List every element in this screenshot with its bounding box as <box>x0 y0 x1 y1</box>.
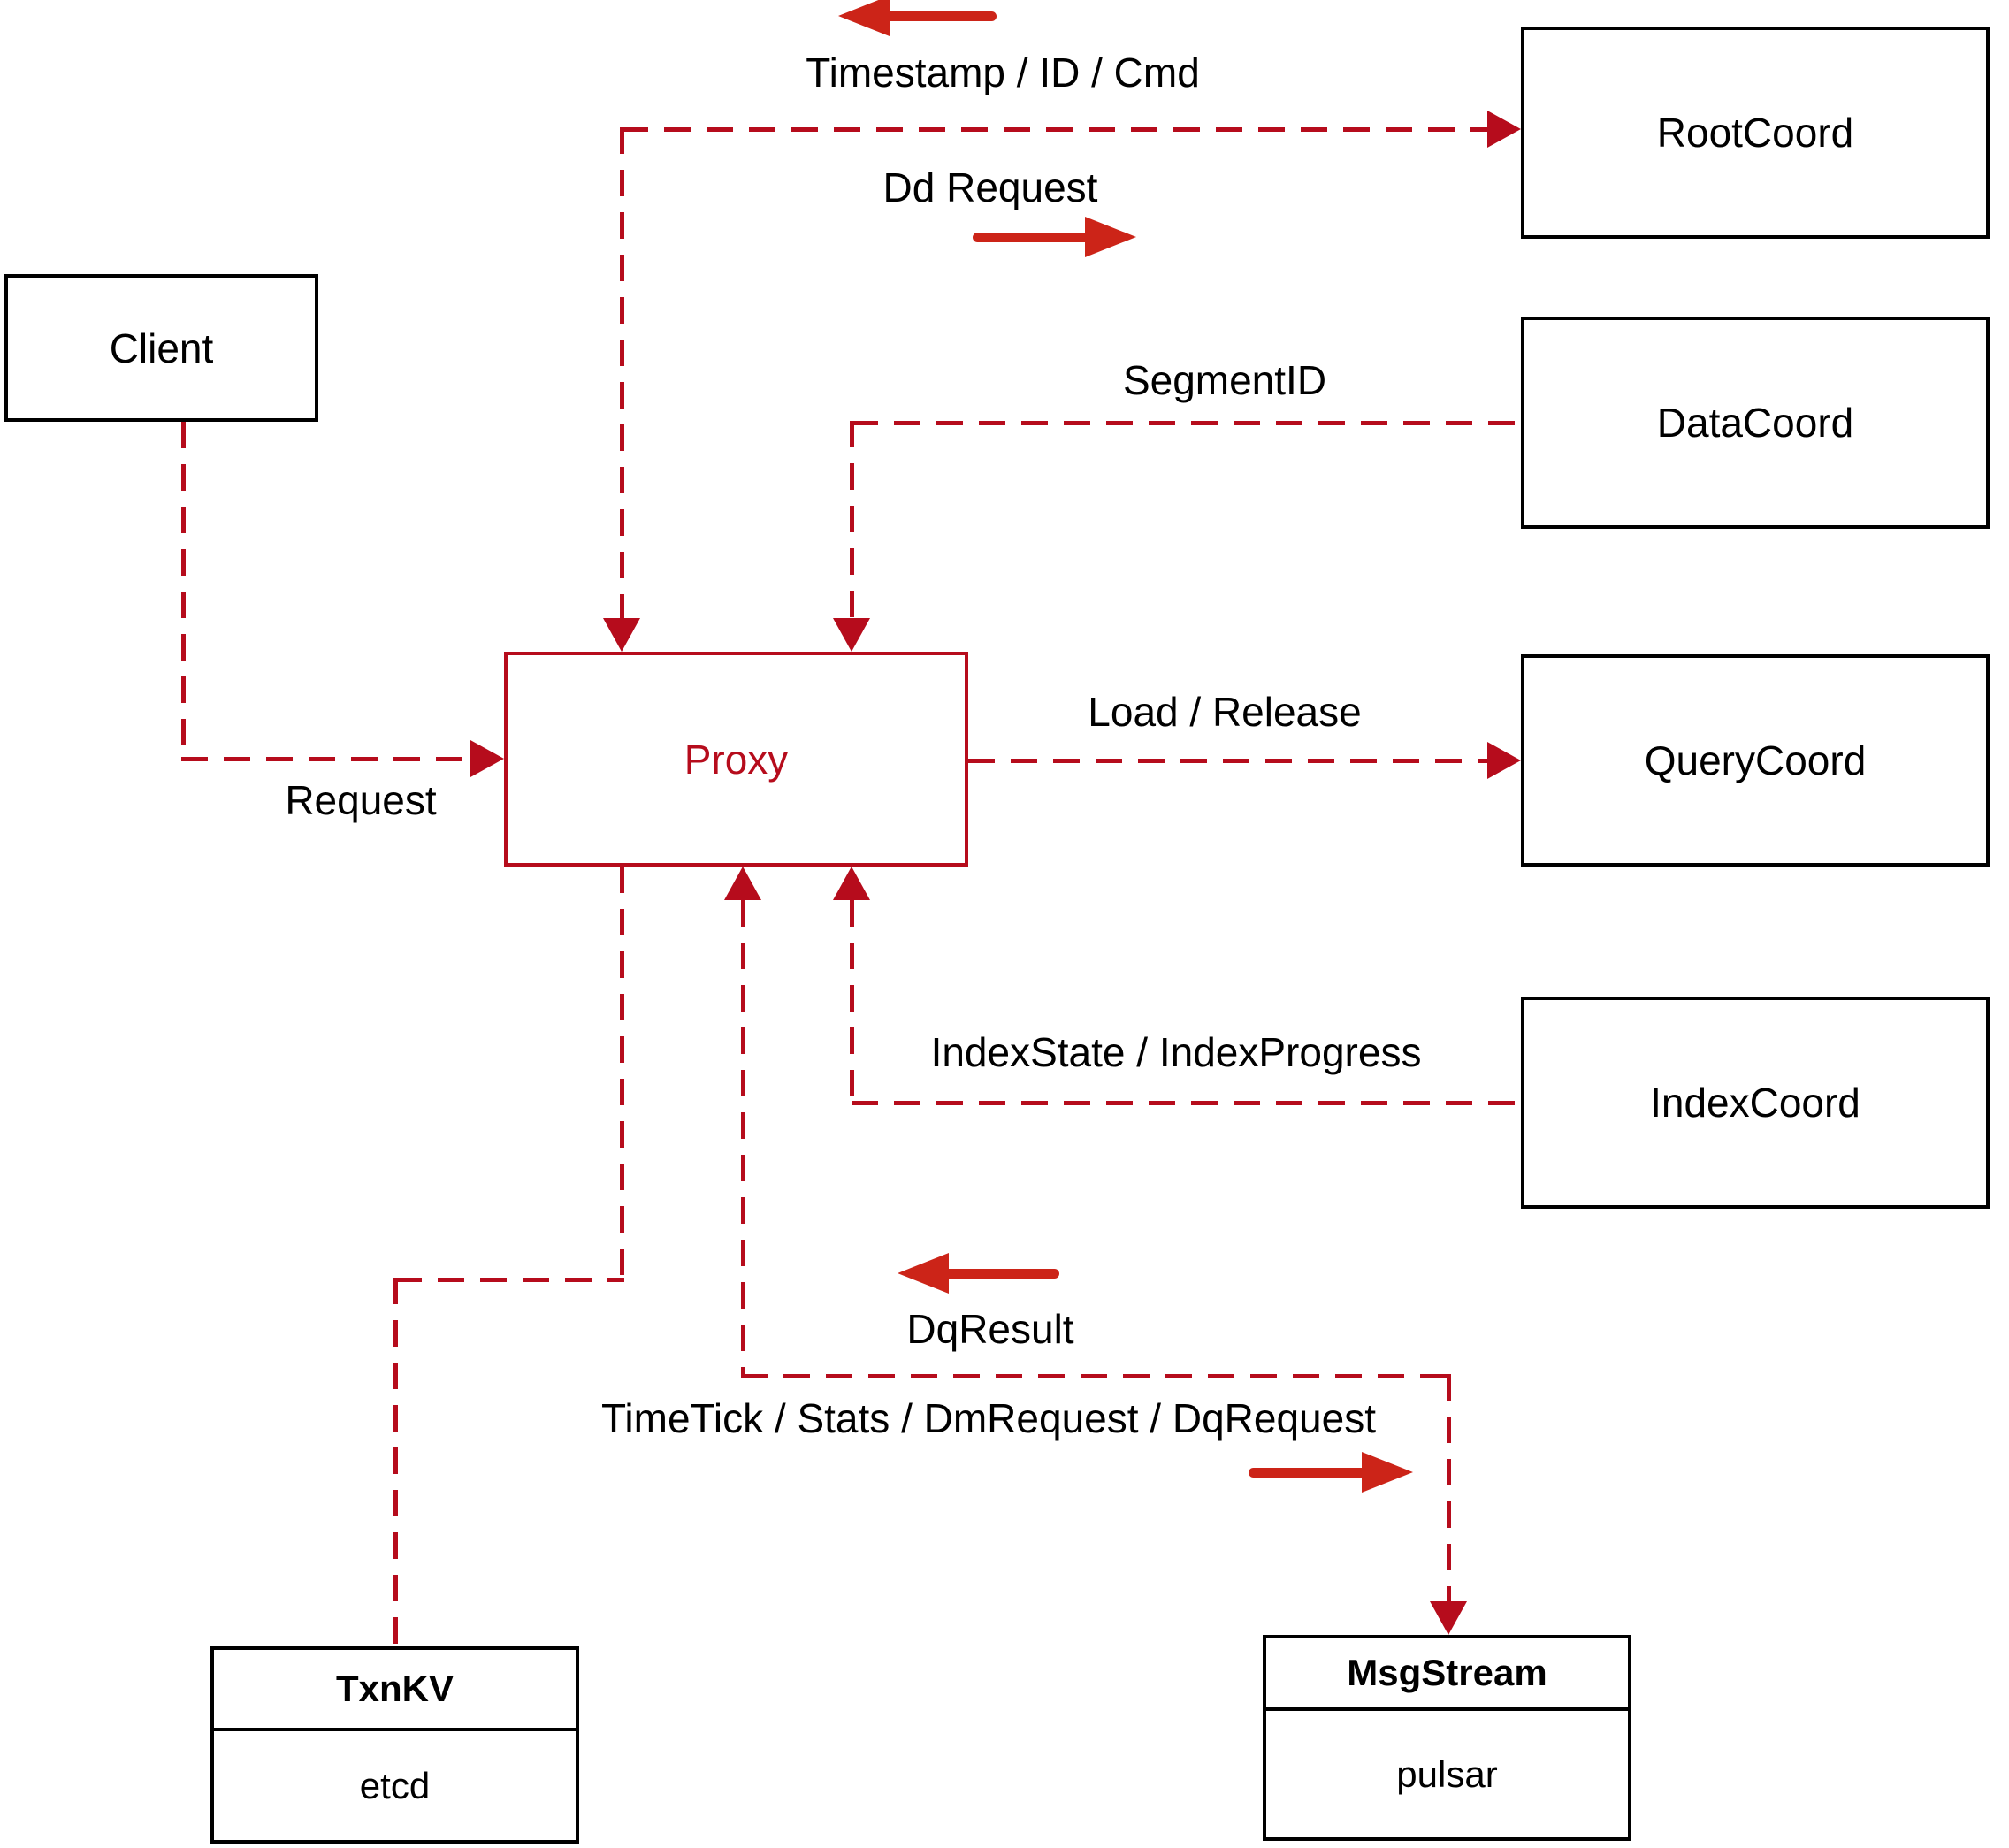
node-querycoord-label: QueryCoord <box>1644 737 1867 783</box>
edge-proxy-querycoord-arrowhead-icon <box>1487 742 1521 779</box>
edge-proxy-rootcoord-down-arrowhead-icon <box>603 618 640 652</box>
arrow-left-timestamp-shaft <box>879 11 997 21</box>
node-indexcoord: IndexCoord <box>1521 997 1990 1209</box>
edge-label-indexstate-indexprogress: IndexState / IndexProgress <box>930 1029 1422 1075</box>
edge-label-timestamp-id-cmd: Timestamp / ID / Cmd <box>806 50 1200 95</box>
edge-indexcoord-proxy-arrowhead-icon <box>833 867 870 900</box>
edge-client-proxy-arrowhead-icon <box>470 740 504 777</box>
edge-label-dd-request: Dd Request <box>882 164 1098 210</box>
edge-label-timetick-stats: TimeTick / Stats / DmRequest / DqRequest <box>601 1395 1376 1441</box>
node-msgstream-title: MsgStream <box>1266 1638 1628 1711</box>
edge-proxy-txnkv-vline1 <box>620 867 624 1279</box>
edge-client-proxy-vline <box>181 422 186 759</box>
edge-label-load-release: Load / Release <box>1088 689 1362 735</box>
edge-label-request: Request <box>285 777 437 823</box>
node-rootcoord-label: RootCoord <box>1656 110 1854 156</box>
edge-proxy-txnkv-vline2 <box>393 1278 398 1646</box>
edge-proxy-txnkv-hline <box>395 1278 624 1282</box>
arrow-right-ddrequest-icon <box>1085 217 1136 257</box>
edge-label-dqresult: DqResult <box>906 1306 1074 1352</box>
edge-datacoord-proxy-arrowhead-icon <box>833 618 870 652</box>
node-txnkv-title: TxnKV <box>214 1650 576 1731</box>
edge-msgstream-proxy-arrowhead-icon <box>724 867 761 900</box>
edge-proxy-msgstream-hline <box>741 1374 1450 1378</box>
edge-datacoord-proxy-hline <box>852 421 1521 425</box>
node-msgstream-subtitle: pulsar <box>1396 1753 1498 1795</box>
edge-proxy-rootcoord-hline <box>622 127 1493 132</box>
arrow-right-timetick-shaft <box>1249 1468 1366 1478</box>
edge-proxy-querycoord-hline <box>968 759 1487 763</box>
edge-msgstream-proxy-vline <box>741 900 745 1376</box>
node-txnkv-subtitle: etcd <box>359 1764 431 1806</box>
node-proxy: Proxy <box>504 652 968 867</box>
node-client-label: Client <box>109 325 214 371</box>
edge-proxy-msgstream-arrowhead-icon <box>1430 1601 1467 1635</box>
edge-datacoord-proxy-vline <box>850 421 854 618</box>
node-datacoord-label: DataCoord <box>1656 400 1854 446</box>
edge-proxy-rootcoord-arrowhead-icon <box>1487 111 1521 148</box>
node-querycoord: QueryCoord <box>1521 654 1990 867</box>
node-txnkv: TxnKV etcd <box>210 1646 579 1844</box>
node-client: Client <box>4 274 318 422</box>
node-proxy-label: Proxy <box>684 736 789 783</box>
node-rootcoord: RootCoord <box>1521 27 1990 239</box>
edge-label-segmentid: SegmentID <box>1122 357 1327 403</box>
node-msgstream: MsgStream pulsar <box>1263 1635 1631 1841</box>
edge-indexcoord-proxy-hline <box>852 1101 1521 1105</box>
node-indexcoord-label: IndexCoord <box>1650 1080 1860 1126</box>
edge-indexcoord-proxy-vline <box>850 900 854 1103</box>
arrow-right-ddrequest-shaft <box>973 233 1090 242</box>
edge-client-proxy-hline <box>181 757 470 761</box>
node-datacoord: DataCoord <box>1521 317 1990 529</box>
edge-proxy-rootcoord-vline <box>620 127 624 618</box>
arrow-left-dqresult-shaft <box>938 1269 1059 1279</box>
arrow-right-timetick-icon <box>1362 1452 1413 1493</box>
edge-proxy-msgstream-vline <box>1447 1374 1451 1601</box>
